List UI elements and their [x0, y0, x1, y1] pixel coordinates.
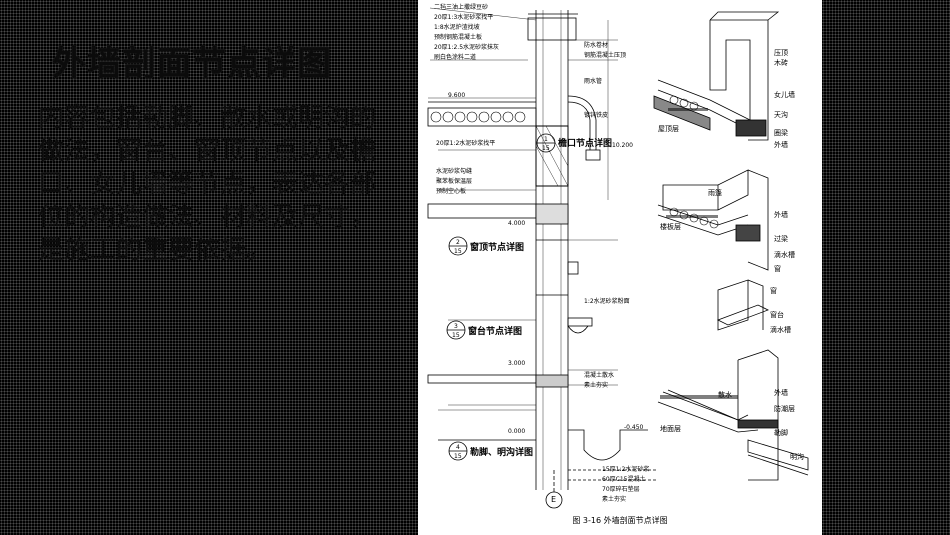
slide-title: 外墙剖面节点详图: [52, 44, 332, 84]
note-floor-3: 聚苯板保温层: [436, 178, 473, 185]
label-drip-groove-2: 滴水槽: [770, 326, 791, 334]
label-ground-layer: 地面层: [660, 425, 681, 433]
note-right-6: 混凝土散水: [584, 372, 615, 379]
note-right-4: 镀锌铁皮: [584, 112, 609, 119]
detail-title-lintel: 窗顶节点详图: [470, 243, 525, 253]
detail-num-lintel: 2: [456, 239, 460, 246]
detail-title-plinth: 勒脚、明沟详图: [470, 448, 534, 458]
note-roof-6: 刷白色涂料二道: [434, 54, 477, 61]
label-wood-brick: 木砖: [774, 59, 788, 67]
note-roof-2: 20厚1:3水泥砂浆找平: [434, 14, 494, 21]
axis-label: E: [551, 495, 557, 504]
detail-den-lintel: 15: [454, 248, 462, 255]
note-floor-1: 20厚1:2水泥砂浆找平: [436, 140, 496, 147]
elevation-1: 10.200: [612, 142, 633, 149]
note-right-2: 钢筋混凝土压顶: [584, 52, 627, 59]
note-floor-4: 预制空心板: [436, 188, 467, 195]
note-right-1: 防水卷材: [584, 42, 609, 49]
detail-num-eave: 1: [544, 136, 548, 143]
note-bottom-1: 15厚1:2水泥砂浆: [602, 466, 650, 473]
note-roof-3: 1:8水泥炉渣找坡: [434, 24, 480, 31]
note-bottom-2: 60厚C15混凝土: [602, 476, 646, 483]
detail-den-eave: 15: [542, 145, 550, 152]
note-roof-4: 预制钢筋混凝土板: [434, 34, 483, 41]
elevation-2: 9.600: [448, 92, 466, 99]
note-right-3: 雨水管: [584, 78, 603, 85]
label-ditch: 明沟: [790, 453, 804, 461]
label-exterior-wall-1: 外墙: [774, 141, 788, 149]
detail-num-sill: 3: [454, 323, 458, 330]
slide-body-text: 内容包括勒脚、散水或明沟的做法，窗台、窗顶节点以及檐口、女儿墙等节点，表达各部位…: [38, 103, 377, 265]
detail-title-sill: 窗台节点详图: [468, 327, 523, 337]
drawing-lines: [427, 7, 809, 509]
elevation-3: 4.000: [508, 220, 526, 227]
note-bottom-4: 素土夯实: [602, 496, 627, 503]
elevation-5: 0.000: [508, 428, 526, 435]
label-gutter: 天沟: [774, 111, 788, 119]
label-roof-layer: 屋顶层: [658, 125, 679, 133]
text-panel: 外墙剖面节点详图 内容包括勒脚、散水或明沟的做法，窗台、窗顶节点以及檐口、女儿墙…: [30, 22, 410, 522]
note-floor-2: 水泥砂浆勾缝: [436, 168, 473, 175]
label-sill: 窗台: [770, 311, 784, 319]
label-exterior-wall-2: 外墙: [774, 211, 788, 219]
elevation-4: 3.000: [508, 360, 526, 367]
label-drip-groove-1: 滴水槽: [774, 251, 795, 259]
note-bottom-3: 70厚碎石垫层: [602, 486, 640, 493]
label-floor-layer: 楼板层: [660, 223, 681, 231]
label-coping: 压顶: [774, 49, 788, 57]
label-parapet: 女儿墙: [774, 91, 795, 99]
detail-num-plinth: 4: [456, 444, 460, 451]
detail-den-plinth: 15: [454, 453, 462, 460]
note-right-5: 1:2水泥砂浆粉面: [584, 298, 630, 305]
label-window-1: 窗: [774, 265, 781, 273]
detail-den-sill: 15: [452, 332, 460, 339]
figure-caption: 图 3-16 外墙剖面节点详图: [572, 516, 668, 525]
label-plinth: 勒脚: [774, 429, 788, 437]
section-detail-drawing: 二毡三油上撒绿豆砂 20厚1:3水泥砂浆找平 1:8水泥炉渣找坡 预制钢筋混凝土…: [418, 0, 822, 535]
label-damp-proof: 防潮层: [774, 405, 795, 413]
label-canopy: 雨篷: [708, 189, 722, 197]
label-apron: 散水: [718, 391, 732, 399]
label-lintel: 过梁: [774, 235, 788, 243]
note-roof-1: 二毡三油上撒绿豆砂: [434, 4, 489, 11]
detail-title-eave: 檐口节点详图: [558, 139, 613, 149]
label-ring-beam: 圈梁: [774, 129, 788, 137]
note-right-7: 素土夯实: [584, 382, 609, 389]
label-window-2: 窗: [770, 287, 777, 295]
note-roof-5: 20厚1:2.5水泥砂浆抹灰: [434, 44, 500, 51]
elevation-6: -0.450: [624, 424, 644, 431]
label-exterior-wall-3: 外墙: [774, 389, 788, 397]
